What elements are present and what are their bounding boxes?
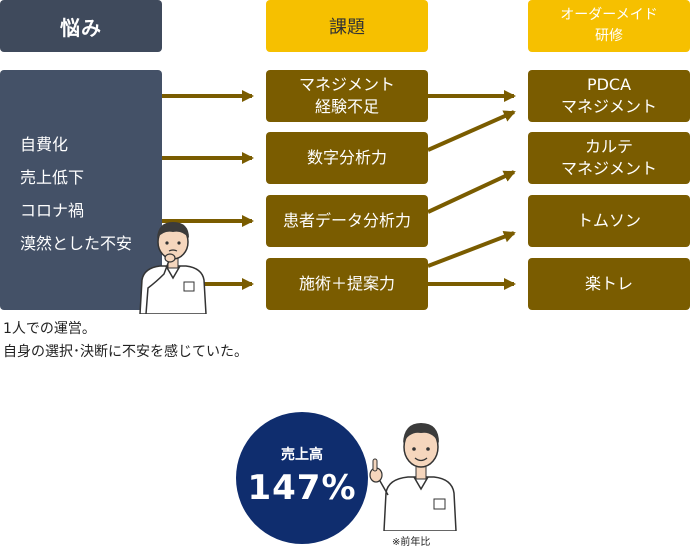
pointing-practitioner-illustration xyxy=(369,423,457,531)
training-box: カルテ マネジメント xyxy=(528,132,690,184)
worry-list: 自費化 売上低下 コロナ禍 漠然とした不安 xyxy=(20,128,132,260)
arrow-issue2-to-training1 xyxy=(427,110,516,152)
situation-note: 1人での運営。 自身の選択･決断に不安を感じていた。 xyxy=(3,318,248,364)
training-box: トムソン xyxy=(528,195,690,247)
arrow-issue3-to-training2 xyxy=(427,170,516,214)
note-line: 自身の選択･決断に不安を感じていた。 xyxy=(3,344,248,360)
training-box: PDCA マネジメント xyxy=(528,70,690,122)
footnote: ※前年比 xyxy=(392,537,431,548)
worry-panel xyxy=(0,70,162,310)
worried-practitioner-illustration xyxy=(139,222,207,314)
worry-item: 自費化 xyxy=(20,135,69,154)
issue-box: 施術＋提案力 xyxy=(266,258,428,310)
header-issue: 課題 xyxy=(266,0,428,52)
arrow-issue4-to-training3 xyxy=(427,230,516,268)
header-worry: 悩み xyxy=(0,0,162,52)
worry-item: コロナ禍 xyxy=(20,201,85,220)
issue-box: マネジメント 経験不足 xyxy=(266,70,428,122)
sales-label: 売上高 xyxy=(281,447,323,463)
note-line: 1人での運営。 xyxy=(3,321,96,337)
sales-result-circle: 売上高 147% xyxy=(236,412,368,544)
issue-box: 数字分析力 xyxy=(266,132,428,184)
header-training: オーダーメイド 研修 xyxy=(528,0,690,52)
worry-item: 売上低下 xyxy=(20,168,85,187)
worry-item: 漠然とした不安 xyxy=(20,234,133,253)
training-box: 楽トレ xyxy=(528,258,690,310)
issue-box: 患者データ分析力 xyxy=(266,195,428,247)
sales-percentage: 147% xyxy=(247,468,357,508)
